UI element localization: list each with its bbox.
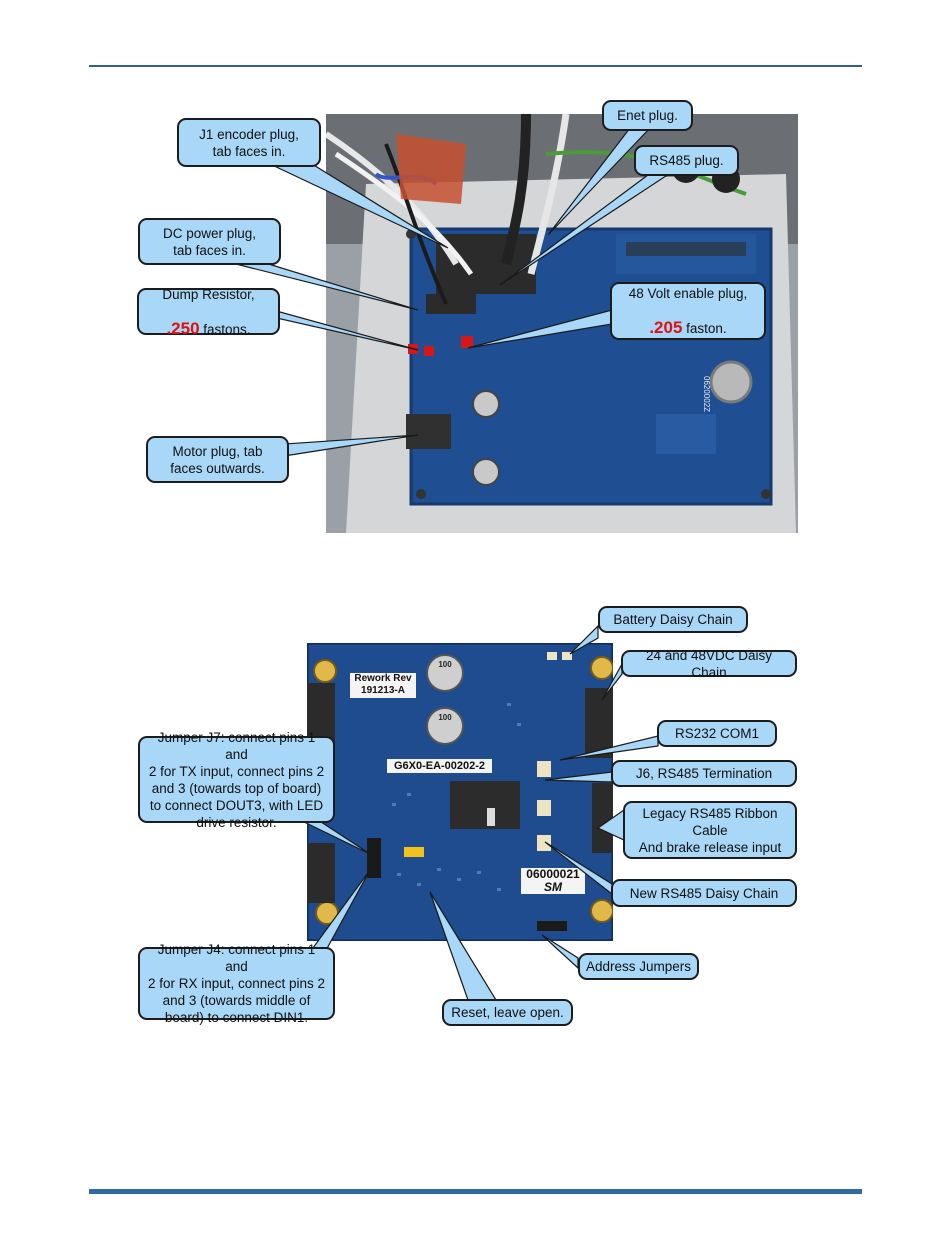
dump-resistor-size: .250 — [166, 318, 200, 338]
dump-resistor-suffix: fastons. — [199, 321, 251, 337]
callout-vdc-daisy-chain: 24 and 48VDC Daisy Chain — [621, 648, 797, 680]
rework-rev-line2: 191213-A — [361, 685, 405, 696]
serial-label: 06000021 SM — [521, 868, 585, 894]
callout-battery-daisy-chain: Battery Daisy Chain — [598, 606, 748, 633]
rework-rev-label: Rework Rev 191213-A — [350, 673, 416, 698]
48v-plug-line2: .205 faston. — [649, 302, 726, 337]
callout-jumper-j7: Jumper J7: connect pins 1 and 2 for TX i… — [138, 730, 335, 830]
callout-j1-encoder-plug: J1 encoder plug, tab faces in. — [177, 118, 321, 167]
footer-rule — [89, 1189, 862, 1194]
48v-plug-suffix: faston. — [682, 321, 727, 336]
callout-rs232-com1: RS232 COM1 — [657, 720, 777, 747]
48v-plug-size: .205 — [649, 318, 683, 337]
photo-io-board: 100 100 Rework Rev 191213-A G6X0-EA-0020… — [307, 643, 613, 941]
serial-line2: SM — [544, 880, 562, 894]
callout-address-jumpers: Address Jumpers — [578, 953, 699, 980]
part-number-label: G6X0-EA-00202-2 — [387, 759, 492, 773]
48v-plug-line1: 48 Volt enable plug, — [628, 286, 748, 301]
callout-j6-rs485-termination: J6, RS485 Termination — [611, 760, 797, 787]
header-rule — [89, 65, 862, 67]
capacitor-1-label: 100 — [438, 660, 452, 669]
dump-resistor-line1: Dump Resistor, — [162, 286, 255, 302]
board-serial-label: 0620002Z — [702, 376, 711, 412]
callout-enet-plug: Enet plug. — [602, 100, 693, 131]
callout-jumper-j4: Jumper J4: connect pins 1 and 2 for RX i… — [138, 942, 335, 1025]
callout-motor-plug: Motor plug, tab faces outwards. — [146, 436, 289, 483]
callout-new-rs485-daisy-chain: New RS485 Daisy Chain — [611, 879, 797, 907]
callout-dump-resistor: Dump Resistor, .250 fastons. — [137, 286, 280, 338]
rework-rev-line1: Rework Rev — [354, 673, 412, 684]
callout-dc-power-plug: DC power plug, tab faces in. — [138, 218, 281, 265]
capacitor-2-label: 100 — [438, 713, 452, 722]
callout-reset: Reset, leave open. — [442, 999, 573, 1026]
callout-legacy-rs485-ribbon: Legacy RS485 Ribbon Cable And brake rele… — [623, 801, 797, 859]
dump-resistor-line2: .250 fastons. — [166, 303, 250, 338]
callout-48v-enable-plug: 48 Volt enable plug, .205 faston. — [610, 282, 766, 340]
callout-rs485-plug: RS485 plug. — [634, 145, 739, 176]
